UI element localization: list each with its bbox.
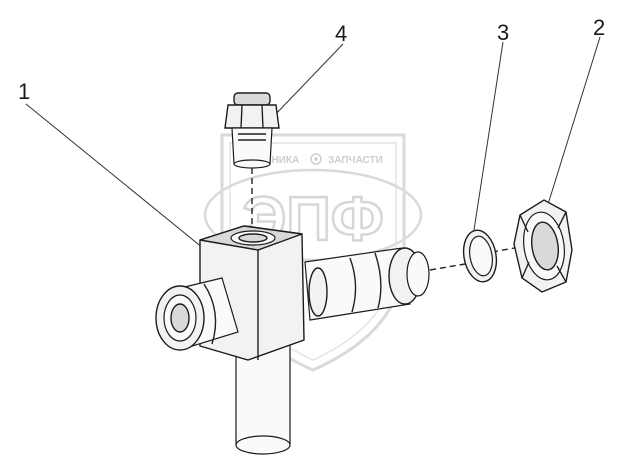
leader-lines xyxy=(25,36,601,258)
part-1-tee-body xyxy=(155,225,430,455)
part-2-nut xyxy=(513,199,573,293)
label-part-2: 2 xyxy=(593,15,605,40)
label-part-1: 1 xyxy=(18,79,30,104)
watermark-right-text: ЗАПЧАСТИ xyxy=(328,155,383,166)
label-part-3: 3 xyxy=(497,20,509,45)
watermark-left-text: ТЕХНИКА xyxy=(252,155,299,166)
gear-icon xyxy=(310,153,322,165)
label-part-4: 4 xyxy=(335,21,347,46)
part-4-fitting xyxy=(224,92,280,169)
part-3-washer xyxy=(462,229,498,283)
